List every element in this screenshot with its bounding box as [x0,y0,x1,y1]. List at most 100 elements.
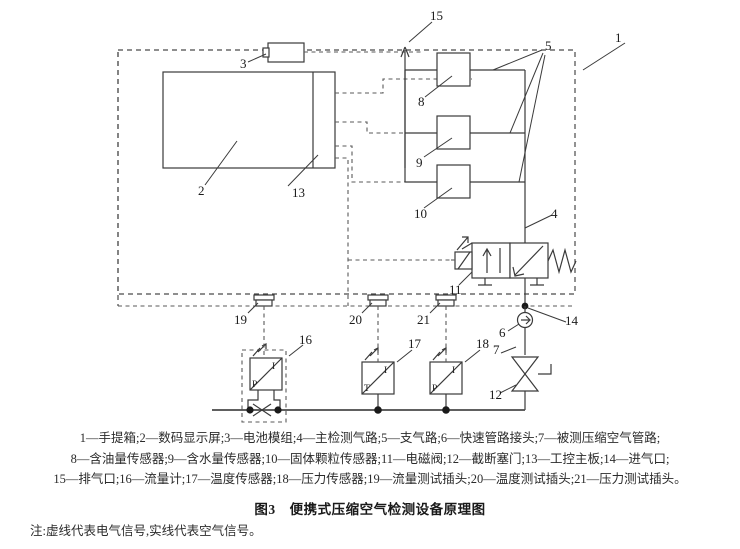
leader-18 [464,349,481,363]
valve-body-position-a [471,242,511,279]
test-plug-20-top [367,294,389,301]
valve-return-spring [547,247,577,275]
flow-transducer-output-label: I [272,362,275,372]
leader-11 [458,271,473,286]
orifice-plate-symbol [252,403,272,417]
leader-8 [424,75,453,98]
exhaust-arrow-head [400,46,410,58]
leader-21 [429,302,441,314]
callout-10: 10 [414,206,427,221]
valve-arrow-b [514,245,544,276]
leader-9 [423,137,453,158]
callout-1: 1 [615,30,622,45]
leader-13 [287,154,319,187]
callout-19: 19 [234,312,247,327]
callout-14: 14 [565,313,579,328]
leader-17 [396,349,413,363]
callout-12: 12 [489,387,502,402]
flow-meter-enclosure-16 [241,349,287,423]
test-plug-21-top [435,294,457,301]
press-transducer-output-label: I [452,366,455,376]
valve-arrow-b-head [512,266,525,277]
quick-coupling-arrow [521,315,531,325]
callout-2: 2 [198,183,205,198]
leader-2 [204,140,238,186]
flow-transducer-input-label: P [252,380,257,390]
callout-13: 13 [292,185,305,200]
temp-transducer-output-label: I [384,366,387,376]
schematic-diagram: 1 2 13 3 15 [117,8,626,423]
legend-line-3: 15—排气口;16—流量计;17—温度传感器;18—压力传感器;19—流量测试插… [53,472,687,486]
shutoff-valve-lower [510,373,540,392]
figure-note: 注:虚线代表电气信号,实线代表空气信号。 [30,524,262,538]
leader-5a [492,49,543,71]
temp-sensor-node [374,406,382,414]
press-transducer-input-label: P [432,384,437,394]
solenoid-diagonal [457,251,471,270]
wire-board-to-sensor-9 [335,121,472,134]
leader-3 [247,53,267,63]
valve-port-exhaust-a [478,278,492,286]
leader-19 [247,302,259,314]
flow-transducer-taps [247,390,281,410]
leader-4 [524,214,553,229]
orifice-node-right [274,406,282,414]
callout-8: 8 [418,94,425,109]
callout-15: 15 [430,8,443,23]
shutoff-valve-stem [538,364,552,375]
leader-1 [582,42,626,71]
valve-lever [461,242,473,250]
callout-3: 3 [240,56,247,71]
callout-20: 20 [349,312,362,327]
legend-line-2: 8—含油量传感器;9—含水量传感器;10—固体颗粒传感器;11—电磁阀;12—截… [70,451,670,466]
callout-11: 11 [449,282,462,297]
water-content-sensor-9 [436,115,471,150]
solenoid-lead [456,236,469,251]
wire-board-trunk-down [335,157,349,306]
leader-16 [288,344,304,357]
callout-5: 5 [545,38,552,53]
figure-title: 图3 便携式压缩空气检测设备原理图 [254,501,486,517]
test-plug-21-body [437,299,455,307]
temp-transducer-input-label: T [364,384,370,394]
callout-21: 21 [417,312,430,327]
flow-transducer-signal-glyph [252,343,267,357]
press-sensor-node [442,406,450,414]
test-plug-19-body [255,299,273,307]
leader-20 [361,302,373,314]
leader-15 [408,21,433,43]
valve-arrow-a [482,247,492,273]
orifice-node-left [246,406,254,414]
callout-9: 9 [416,155,423,170]
callout-7: 7 [493,342,500,357]
battery-module-body [267,42,305,63]
temp-transducer-signal-glyph [364,347,379,361]
battery-module-terminal [262,47,270,58]
callout-4: 4 [551,206,558,221]
press-transducer-signal-glyph [432,347,447,361]
leader-5c [518,54,546,183]
flow-transducer-diagonal [249,357,283,391]
callout-17: 17 [408,336,422,351]
shutoff-valve-upper [510,356,540,375]
leader-7 [500,346,517,354]
leader-10 [423,187,453,209]
callout-18: 18 [476,336,489,351]
callout-16: 16 [299,332,313,347]
leader-5b [509,52,544,134]
legend-line-1: 1—手提箱;2—数码显示屏;3—电池模组;4—主检测气路;5—支气路;6—快速管… [79,431,661,445]
figure-caption-block: 1—手提箱;2—数码显示屏;3—电池模组;4—主检测气路;5—支气路;6—快速管… [0,428,740,518]
particle-sensor-10 [436,164,471,199]
leader-6 [507,323,520,332]
callout-6: 6 [499,325,506,340]
press-transducer-diagonal [429,361,463,395]
display-screen-body [162,71,336,169]
wire-board-to-sensor-8 [335,78,472,94]
test-plug-20-body [369,299,387,307]
valve-port-exhaust-b [530,278,544,286]
leader-12 [499,384,517,394]
leader-14 [527,307,567,323]
temp-transducer-diagonal [361,361,395,395]
test-plug-19-top [253,294,275,301]
